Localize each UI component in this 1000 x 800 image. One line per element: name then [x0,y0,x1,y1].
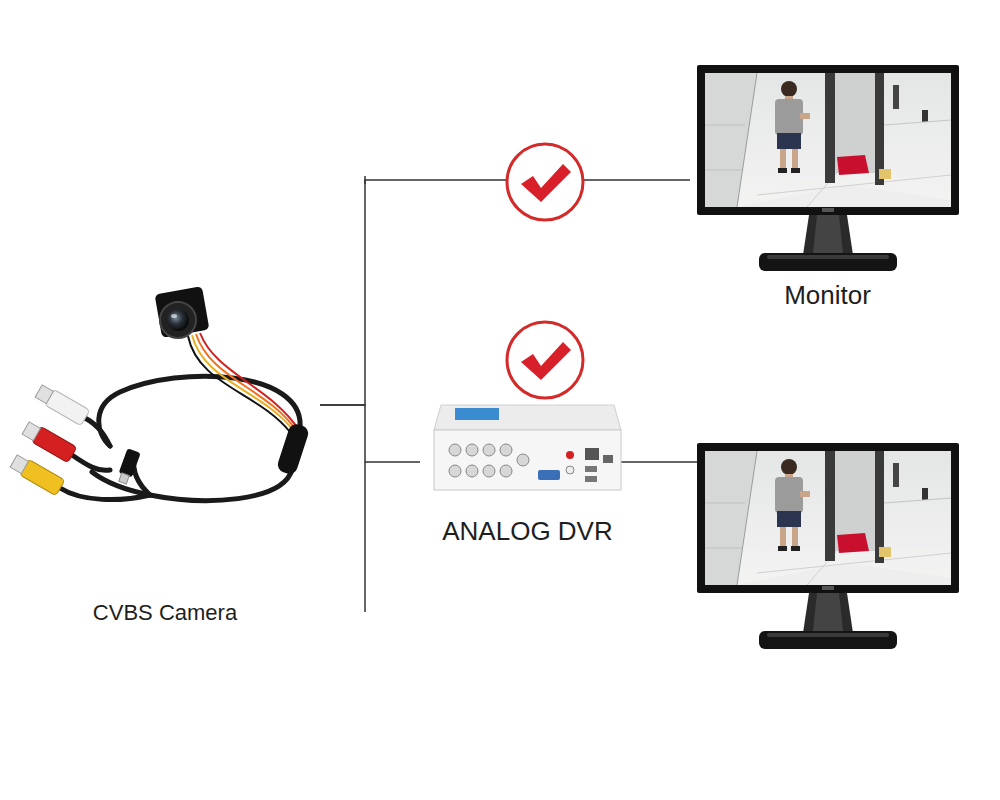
bracket-line [365,176,697,612]
camera-picture-part-part [35,385,53,404]
dvr-picture-part-part [466,465,478,477]
dvr-picture-part-part [449,465,461,477]
camera-picture-part [171,314,177,318]
dvr-picture-part [585,466,597,472]
dvr-picture-part [585,476,597,482]
camera-picture-part-part [85,418,110,446]
check-symbol-part [521,164,571,202]
camera-picture-part [21,420,77,463]
check-symbol-part [507,144,583,220]
camera-picture-part-part [192,335,293,430]
check-symbol-part [507,322,583,398]
dvr-picture-part [455,408,499,420]
dvr-picture-part [603,455,613,463]
connector-line [320,180,690,405]
dvr-picture [434,405,621,490]
dvr-picture-part-part [500,444,512,456]
monitor-picture [697,443,959,649]
check-symbol [507,144,583,220]
camera-picture-part-part [119,473,130,484]
dvr-picture-part [566,451,574,459]
dvr-picture-part-part [500,465,512,477]
dvr-picture-part [585,448,599,460]
node-box: Monitor [690,60,965,322]
check-symbol-part [521,342,571,380]
bracket-line-part [620,461,697,463]
camera-picture-part-part [22,422,40,441]
camera-picture [9,286,310,500]
node-box: ANALOG DVR [420,400,635,552]
camera-picture-part-part [99,376,300,446]
dvr-picture-part [434,430,621,490]
dvr-picture-part [538,470,560,480]
camera-picture-part [155,286,210,338]
camera-picture-part [9,453,65,496]
camera-picture-part-part [92,470,292,501]
node-label: Monitor [690,280,965,311]
node-box: CVBS Camera [10,290,320,635]
dvr-picture-part-part [517,454,529,466]
node-label: CVBS Camera [10,600,320,626]
dvr-picture-part-part [466,444,478,456]
camera-picture-part-part [10,455,28,474]
camera-picture-part [34,383,90,426]
camera-picture-part-part [72,455,110,470]
camera-picture-part [116,448,141,485]
dvr-picture-part-part [483,444,495,456]
camera-picture-part-part [200,333,299,430]
dvr-picture-part [434,405,621,430]
camera-picture-part [167,309,189,331]
camera-picture-part [276,422,310,476]
camera-picture-part-part [60,488,150,500]
dvr-picture-part [449,444,529,477]
dvr-picture-part [566,466,574,474]
check-symbol [507,322,583,398]
camera-picture-part [160,302,196,338]
dvr-picture-part-part [449,444,461,456]
dvr-picture-part-part [483,465,495,477]
connector-line [320,405,420,462]
monitor-picture [697,65,959,271]
node-label: ANALOG DVR [420,516,635,547]
bracket-line-part [364,462,366,612]
camera-picture-part [188,333,299,432]
